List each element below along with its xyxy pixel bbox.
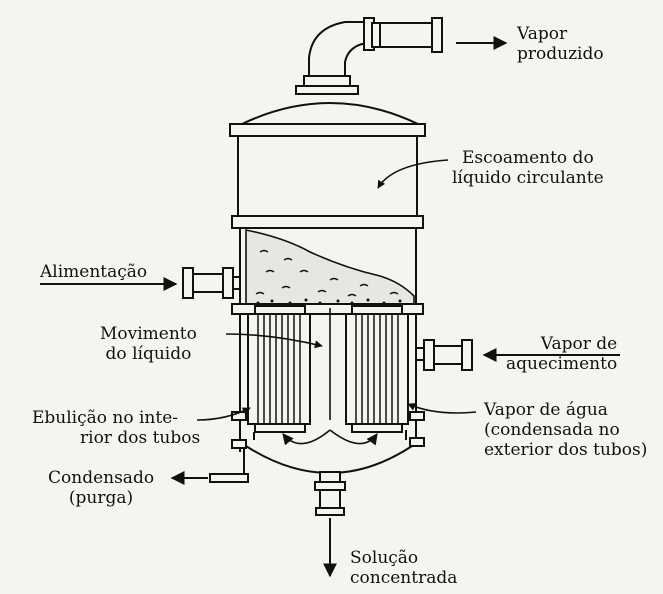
label-escoamento: Escoamento do líquido circulante: [452, 148, 604, 188]
escoamento-leader: [377, 159, 449, 189]
label-movimento: Movimento do líquido: [100, 324, 197, 364]
label-vapor-aquecimento: Vapor de aquecimento: [506, 334, 618, 374]
condensate-drain: [209, 448, 249, 483]
label-solucao: Solução concentrada: [350, 548, 458, 588]
steam-inlet-nozzle: [415, 339, 473, 371]
feed-inlet-nozzle: [182, 267, 240, 299]
label-alimentacao: Alimentação: [40, 262, 148, 282]
label-vapor-produzido: Vapor produzido: [517, 24, 604, 64]
tube-bundle-left: [247, 305, 311, 433]
vapor-outlet-pipe: [295, 17, 443, 95]
vapor-agua-leader: [407, 403, 477, 414]
circulation-arrows: [282, 308, 378, 446]
label-ebulicao: Ebulição no inte- rior dos tubos: [32, 408, 201, 448]
lower-flange: [231, 303, 424, 315]
ebulicao-leader: [196, 407, 251, 421]
movimento-leader: [225, 333, 323, 349]
tube-bundle-right: [345, 305, 409, 433]
concentrate-outlet: [314, 471, 346, 516]
label-vapor-agua: Vapor de água (condensada no exterior do…: [484, 400, 648, 460]
liquid-level: [245, 229, 415, 305]
label-condensado: Condensado (purga): [48, 468, 155, 508]
dome-head: [229, 102, 426, 137]
vapor-shell: [231, 136, 424, 229]
steam-chest: [231, 314, 425, 474]
